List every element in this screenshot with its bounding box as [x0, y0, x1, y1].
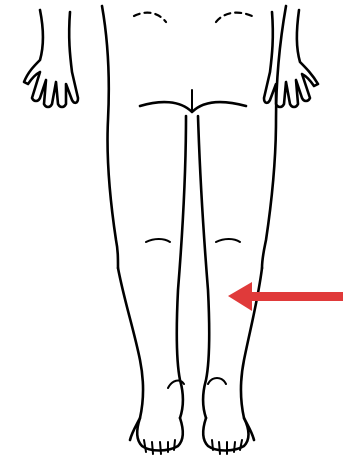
left-leg-outer [118, 268, 143, 440]
left-hip-outline [102, 6, 118, 268]
right-hip-dashed-line [216, 13, 252, 22]
right-leg-inner [198, 116, 209, 418]
right-foot [203, 418, 248, 454]
left-leg-inner [177, 116, 186, 418]
left-hand [24, 10, 78, 107]
right-hip-outline [262, 6, 286, 268]
left-foot [137, 418, 183, 454]
right-ankle-mark [208, 378, 226, 384]
right-hand [264, 10, 318, 107]
right-knee-crease [216, 239, 240, 242]
left-hip-dashed-line [134, 13, 166, 22]
left-knee-crease [146, 239, 170, 242]
pointer-arrow [228, 282, 343, 311]
